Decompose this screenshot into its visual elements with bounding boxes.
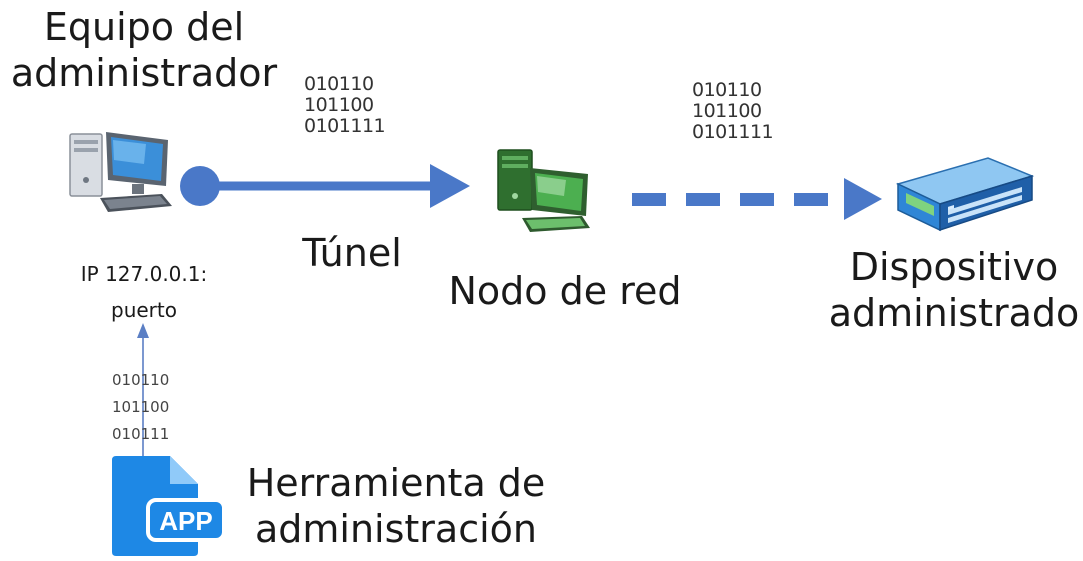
app-file-icon: APP: [112, 456, 226, 556]
admin-pc-title-line: Equipo del: [43, 5, 245, 49]
admin-tool-label-line: Herramienta de: [246, 461, 546, 505]
binary-line: 0101111: [692, 121, 774, 143]
tool-binary-data: 010110 101100 010111: [112, 367, 169, 448]
green-computer-icon: [497, 149, 590, 232]
device-dashed-arrow: [632, 178, 882, 220]
device-binary-data: 010110 101100 0101111: [692, 79, 774, 143]
tunnel-arrowhead: [430, 164, 470, 208]
binary-line: 101100: [692, 100, 762, 122]
admin-pc-ip-label: IP 127.0.0.1: puerto: [36, 256, 252, 328]
managed-device-label-line: Dispositivo: [849, 245, 1059, 289]
app-icon-text: APP: [159, 506, 212, 536]
tunnel-arrow: [180, 164, 470, 208]
device-arrowhead: [844, 178, 882, 220]
binary-line: 101100: [304, 94, 374, 116]
tunnel-label: Túnel: [302, 231, 402, 275]
network-node-label: Nodo de red: [448, 269, 682, 313]
managed-device-label: Dispositivo administrado: [826, 244, 1082, 336]
dash-segment: [740, 193, 774, 206]
tool-to-ip-arrow: [137, 323, 149, 470]
dash-segment: [632, 193, 666, 206]
dash-segment: [686, 193, 720, 206]
binary-line: 101100: [112, 398, 170, 416]
tunnel-start-dot: [180, 166, 220, 206]
binary-line: 010110: [692, 79, 762, 101]
network-switch-icon: [895, 157, 1035, 232]
admin-tool-label: Herramienta de administración: [246, 460, 546, 552]
binary-line: 010111: [112, 425, 170, 443]
admin-pc-title-line: administrador: [10, 51, 278, 95]
desktop-computer-icon: [69, 132, 172, 212]
binary-line: 0101111: [304, 115, 386, 137]
port-text: puerto: [111, 298, 177, 322]
admin-pc-title: Equipo del administrador: [8, 4, 280, 96]
dash-segment: [794, 193, 828, 206]
binary-line: 010110: [304, 73, 374, 95]
tunnel-binary-data: 010110 101100 0101111: [304, 73, 386, 137]
managed-device-label-line: administrado: [828, 291, 1080, 335]
ip-address-text: IP 127.0.0.1:: [80, 262, 208, 286]
tool-arrowhead: [137, 323, 149, 338]
binary-line: 010110: [112, 371, 170, 389]
admin-tool-label-line: administración: [254, 507, 537, 551]
